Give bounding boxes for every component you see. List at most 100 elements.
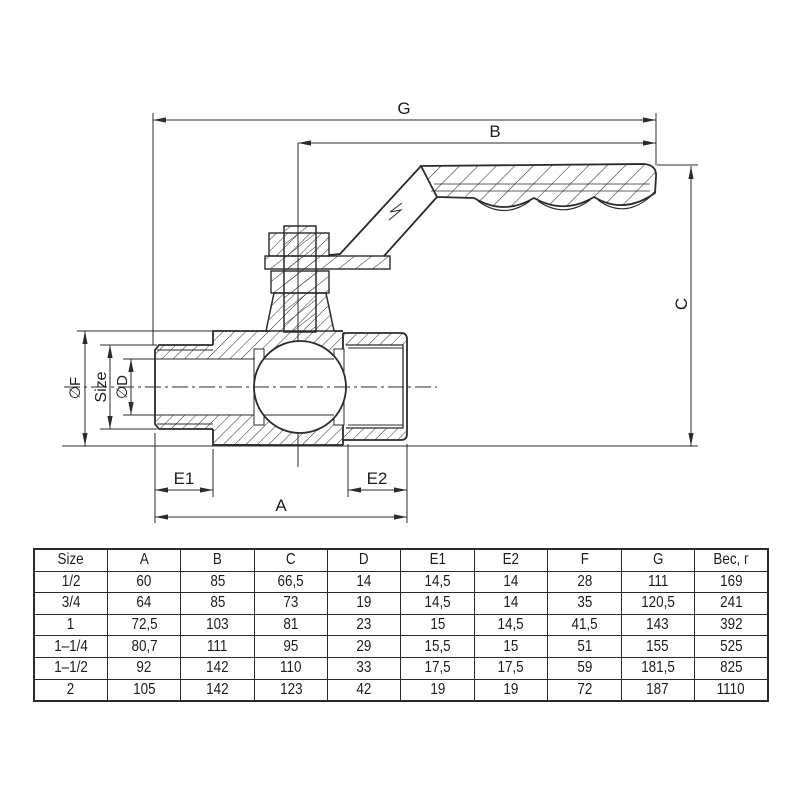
table-cell: 111 bbox=[620, 570, 696, 594]
table-cell: 123 bbox=[253, 678, 329, 702]
table-cell: 41,5 bbox=[547, 613, 622, 637]
table-cell: 95 bbox=[253, 635, 329, 658]
table-cell: 241 bbox=[694, 592, 769, 615]
table-cell: 72,5 bbox=[106, 613, 182, 637]
female-thread-wall-bottom bbox=[344, 428, 406, 440]
column-header: Size bbox=[33, 548, 108, 572]
column-header: D bbox=[327, 548, 402, 572]
table-cell: 142 bbox=[180, 656, 255, 680]
stem bbox=[283, 225, 317, 333]
table-cell: 35 bbox=[547, 592, 622, 615]
table-cell: 28 bbox=[547, 570, 622, 594]
table-cell: 64 bbox=[106, 592, 182, 615]
table-cell: 51 bbox=[547, 635, 622, 658]
table-cell: 23 bbox=[327, 613, 402, 637]
table-cell: 85 bbox=[180, 570, 255, 594]
extension-lines bbox=[62, 113, 698, 523]
table-cell: 92 bbox=[106, 656, 182, 680]
dimension-label-e2: E2 bbox=[367, 469, 388, 488]
table-cell: 29 bbox=[327, 635, 402, 658]
stem-assembly bbox=[264, 225, 391, 333]
table-cell: 19 bbox=[400, 678, 475, 702]
column-header: E1 bbox=[400, 548, 475, 572]
table-cell: 105 bbox=[106, 678, 182, 702]
handle-grip bbox=[419, 163, 657, 208]
dimension-label-g: G bbox=[397, 99, 410, 118]
dimension-lines bbox=[82, 117, 694, 520]
table-cell: 14 bbox=[327, 570, 402, 594]
table-cell: 72 bbox=[547, 678, 622, 702]
grip-scallop-shading bbox=[477, 196, 651, 212]
table-cell: 392 bbox=[694, 613, 769, 637]
table-cell: 85 bbox=[180, 592, 255, 615]
column-header: C bbox=[253, 548, 329, 572]
dimension-label-c: C bbox=[672, 298, 691, 310]
table-cell: 14 bbox=[473, 592, 549, 615]
female-thread-wall-top bbox=[344, 333, 406, 345]
table-cell: 19 bbox=[473, 678, 549, 702]
table-cell: 2 bbox=[33, 678, 108, 702]
dimension-label-e1: E1 bbox=[174, 469, 195, 488]
table-cell: 59 bbox=[547, 656, 622, 680]
handle bbox=[328, 163, 657, 257]
column-header: F bbox=[547, 548, 622, 572]
valve-body bbox=[154, 330, 408, 446]
table-header-row: Size A B C D E1 E2 F G Вес, г bbox=[33, 548, 769, 572]
table-cell: 110 bbox=[253, 656, 329, 680]
table-cell: 187 bbox=[620, 678, 696, 702]
male-thread-wall-bottom bbox=[156, 415, 213, 429]
table-cell: 17,5 bbox=[400, 656, 475, 680]
table-cell: 1/2 bbox=[33, 570, 108, 594]
handle-arm-outer bbox=[328, 165, 422, 256]
table-cell: 15 bbox=[400, 613, 475, 637]
table-cell: 1–1/2 bbox=[33, 656, 108, 680]
table-cell: 14,5 bbox=[473, 613, 549, 637]
table-cell: 120,5 bbox=[620, 592, 696, 615]
male-thread-wall-top bbox=[156, 345, 213, 359]
column-header: A bbox=[106, 548, 182, 572]
table-cell: 15 bbox=[473, 635, 549, 658]
column-header: G bbox=[620, 548, 696, 572]
table-cell: 169 bbox=[694, 570, 769, 594]
table-cell: 143 bbox=[620, 613, 696, 637]
table-cell: 1 bbox=[33, 613, 108, 637]
valve-technical-drawing: G B C ∅F Size ∅D E1 E2 A bbox=[62, 99, 698, 523]
table-cell: 60 bbox=[106, 570, 182, 594]
dimension-label-f: ∅F bbox=[67, 377, 84, 399]
table-cell: 80,7 bbox=[106, 635, 182, 658]
table-cell: 73 bbox=[253, 592, 329, 615]
table-cell: 111 bbox=[180, 635, 255, 658]
table-cell: 142 bbox=[180, 678, 255, 702]
table-cell: 1110 bbox=[694, 678, 769, 702]
table-cell: 17,5 bbox=[473, 656, 549, 680]
column-header: Вес, г bbox=[694, 548, 769, 572]
table-cell: 1–1/4 bbox=[33, 635, 108, 658]
dimension-label-d: ∅D bbox=[114, 375, 131, 399]
table-cell: 103 bbox=[180, 613, 255, 637]
table-cell: 155 bbox=[620, 635, 696, 658]
female-end-outline bbox=[343, 332, 408, 441]
table-cell: 19 bbox=[327, 592, 402, 615]
arm-break-symbol bbox=[388, 202, 403, 221]
table-cell: 14,5 bbox=[400, 570, 475, 594]
handle-arm-inner bbox=[383, 196, 438, 257]
table-cell: 81 bbox=[253, 613, 329, 637]
table-cell: 14 bbox=[473, 570, 549, 594]
table-cell: 42 bbox=[327, 678, 402, 702]
table-cell: 14,5 bbox=[400, 592, 475, 615]
dimension-label-b: B bbox=[489, 122, 500, 141]
table-cell: 525 bbox=[694, 635, 769, 658]
table-cell: 33 bbox=[327, 656, 402, 680]
column-header: B bbox=[180, 548, 255, 572]
table-cell: 66,5 bbox=[253, 570, 329, 594]
table-cell: 181,5 bbox=[620, 656, 696, 680]
